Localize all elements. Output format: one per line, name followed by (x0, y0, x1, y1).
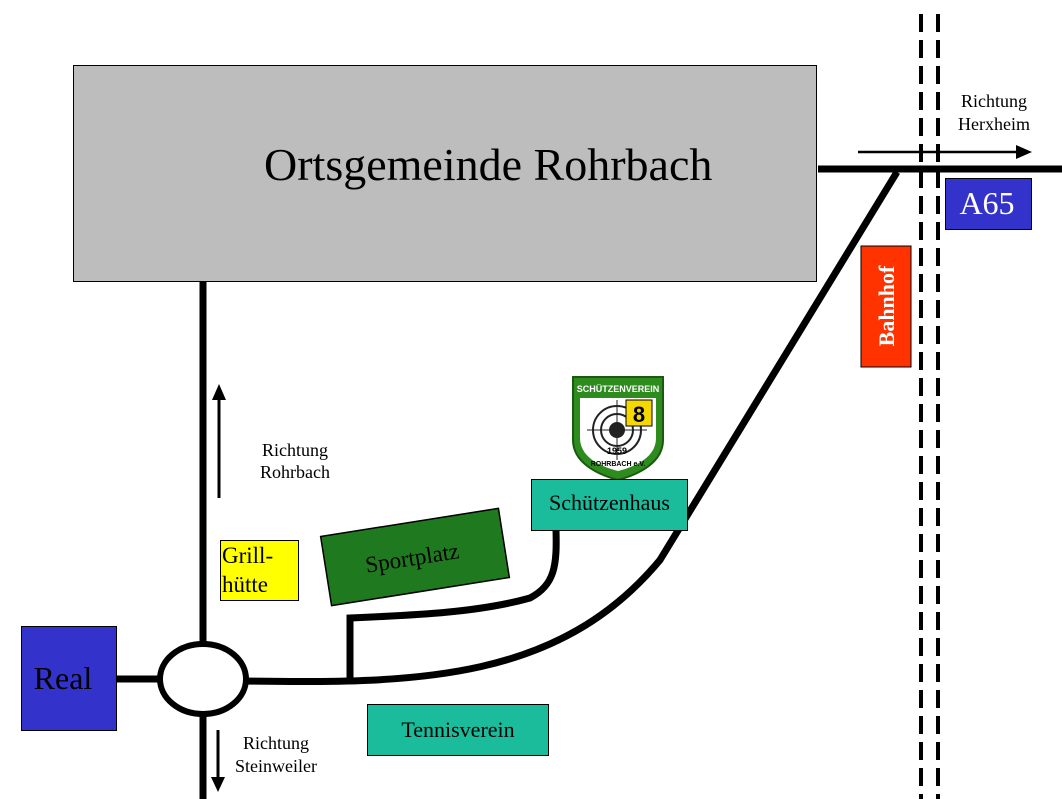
roundabout (157, 641, 249, 717)
town-block (73, 65, 817, 282)
bahnhof-label: Bahnhof (874, 265, 899, 346)
tennisverein-box (367, 704, 549, 756)
tennisverein-label: Tennisverein (401, 717, 515, 742)
schuetzenverein-logo-icon: 8 SCHÜTZENVEREIN 1959 ROHRBACH e.V. (572, 376, 664, 482)
direction-herxheim-line2: Herxheim (958, 114, 1030, 134)
direction-rohrbach-line2: Rohrbach (260, 462, 330, 482)
grillhuette-label-line1: Grill- (222, 543, 274, 568)
road-sportplatz-access (346, 529, 560, 681)
logo-badge (625, 399, 653, 427)
schuetzenhaus-box (531, 479, 688, 531)
logo-year: 1959 (607, 446, 627, 456)
logo-badge-number: 8 (633, 402, 645, 427)
real-box (21, 626, 117, 731)
sportplatz-field: Sportplatz (319, 507, 511, 607)
arrow-north-head-icon (212, 384, 226, 400)
direction-steinweiler-line1: Richtung (243, 733, 309, 753)
a65-box (945, 178, 1032, 230)
direction-rohrbach-line1: Richtung (262, 440, 328, 460)
road-main-curve (245, 170, 900, 686)
logo-bottom-text: ROHRBACH e.V. (591, 461, 646, 468)
real-label: Real (33, 660, 93, 696)
bahnhof-box: Bahnhof (860, 245, 912, 368)
logo-top-text: SCHÜTZENVEREIN (577, 384, 660, 394)
a65-label: A65 (959, 185, 1015, 221)
schuetzenhaus-label: Schützenhaus (549, 490, 670, 515)
grillhuette-label-line2: hütte (222, 572, 268, 597)
page-title: Ortsgemeinde Rohrbach (264, 139, 713, 190)
arrow-south-head-icon (211, 777, 225, 792)
arrow-east-head-icon (1016, 145, 1032, 159)
grillhuette-box (220, 540, 299, 601)
direction-steinweiler-line2: Steinweiler (235, 756, 317, 776)
direction-herxheim-line1: Richtung (961, 91, 1027, 111)
